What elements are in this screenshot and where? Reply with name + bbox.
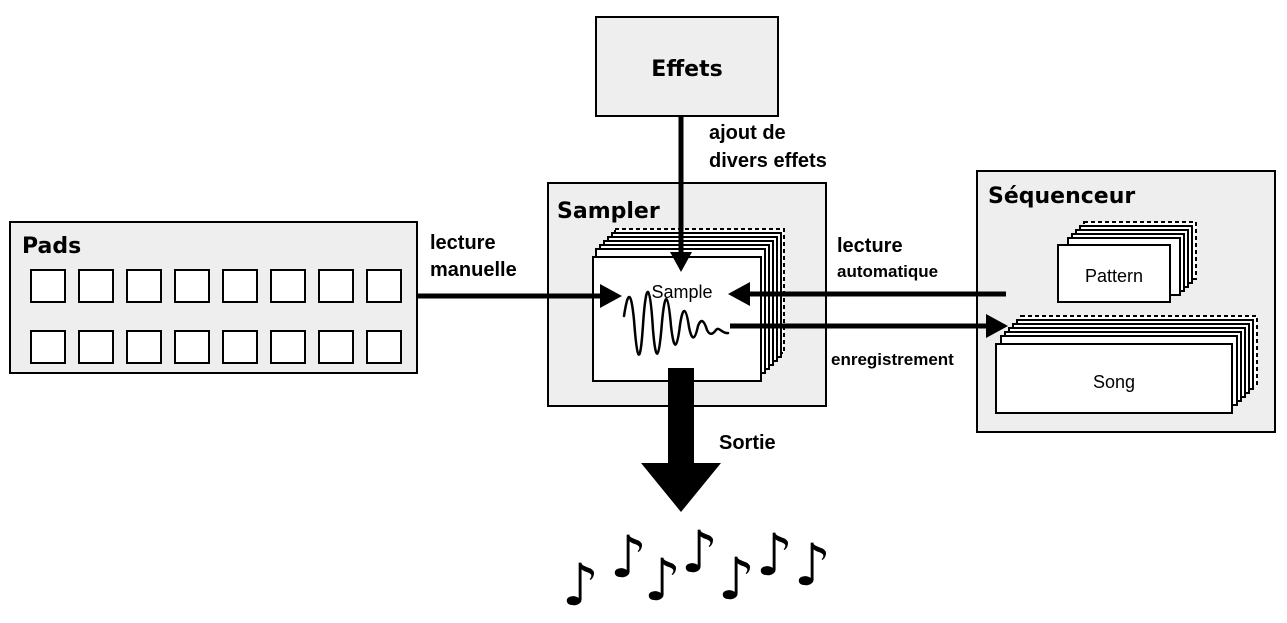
- song-stack: Song: [995, 315, 1258, 414]
- effets-title: Effets: [651, 57, 722, 82]
- song-label: Song: [1093, 372, 1135, 392]
- svg-text:♪: ♪: [718, 545, 755, 613]
- pads-title: Pads: [22, 234, 81, 259]
- svg-text:♪: ♪: [562, 551, 599, 619]
- pad: [270, 269, 306, 303]
- sequenceur-block: Séquenceur Pattern Song: [976, 170, 1276, 433]
- pad: [174, 269, 210, 303]
- waveform-icon: [622, 290, 730, 356]
- pad: [318, 269, 354, 303]
- svg-text:♪: ♪: [756, 521, 793, 589]
- sampler-block: Sampler Sample: [547, 182, 827, 407]
- sortie-label: Sortie: [719, 432, 776, 454]
- sampler-title: Sampler: [557, 199, 660, 224]
- pad: [366, 330, 402, 364]
- pattern-label: Pattern: [1085, 266, 1143, 286]
- pad: [78, 269, 114, 303]
- svg-text:♪: ♪: [794, 531, 831, 599]
- sample-stack: Sample: [592, 228, 785, 382]
- lecture-auto-line2: automatique: [837, 262, 938, 281]
- pad: [30, 330, 66, 364]
- pad: [30, 269, 66, 303]
- svg-text:♪: ♪: [610, 523, 647, 591]
- pad: [174, 330, 210, 364]
- sample-label: Sample: [651, 282, 712, 302]
- svg-text:♪: ♪: [681, 518, 718, 586]
- pads-block: Pads: [9, 221, 418, 374]
- lecture-manuelle-line2: manuelle: [430, 259, 517, 281]
- svg-text:♪: ♪: [644, 546, 681, 614]
- lecture-manuelle-line1: lecture: [430, 232, 496, 254]
- pad: [222, 330, 258, 364]
- music-notes-icon: ♪ ♪ ♪ ♪ ♪ ♪ ♪: [562, 518, 831, 619]
- enregistrement-label: enregistrement: [831, 350, 954, 369]
- pad: [366, 269, 402, 303]
- lecture-auto-line1: lecture: [837, 235, 903, 257]
- effets-block: Effets: [595, 16, 779, 117]
- pad-grid: [30, 269, 402, 364]
- sequenceur-title: Séquenceur: [988, 184, 1135, 209]
- pad: [126, 330, 162, 364]
- pad: [270, 330, 306, 364]
- pad: [222, 269, 258, 303]
- ajout-label-line2: divers effets: [709, 150, 827, 172]
- pad: [318, 330, 354, 364]
- pad: [126, 269, 162, 303]
- pattern-stack: Pattern: [1057, 221, 1197, 303]
- ajout-label-line1: ajout de: [709, 122, 786, 144]
- pad: [78, 330, 114, 364]
- sortie-arrow: [641, 368, 721, 512]
